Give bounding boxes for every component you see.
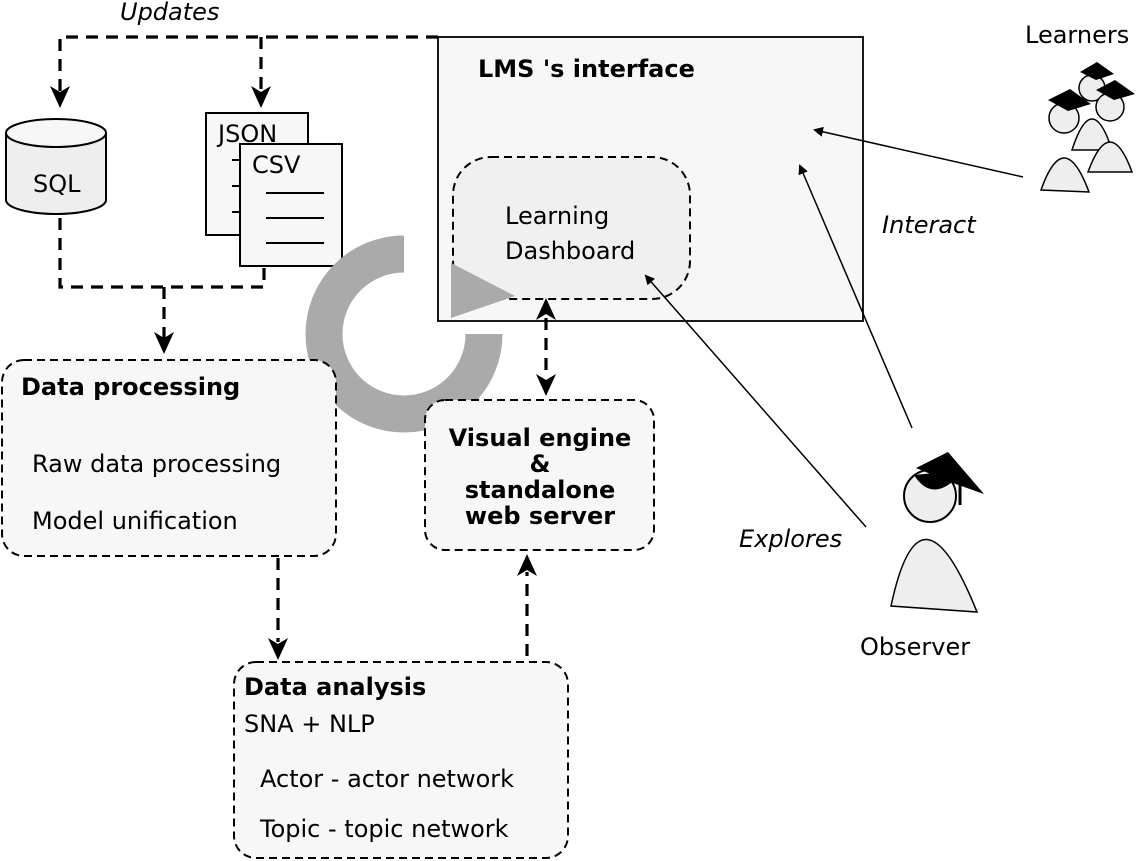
visual-engine-label-line4: web server — [465, 502, 615, 530]
data-processing-box[interactable] — [1, 359, 337, 557]
csv-label: CSV — [252, 151, 301, 179]
learning-dashboard-box[interactable] — [452, 156, 691, 300]
sna-nlp-label: SNA + NLP — [244, 710, 375, 738]
sql-label: SQL — [33, 170, 81, 198]
observer-to-dashboard-arrow — [644, 274, 867, 528]
learning-dashboard-label-line1: Learning — [505, 202, 609, 230]
lms-interface-title: LMS 's interface — [478, 55, 695, 83]
graduate-group-icon — [1039, 62, 1135, 193]
actor-network-label: Actor - actor network — [260, 765, 514, 793]
dashboard-engine-connector — [536, 298, 556, 396]
raw-data-processing-label: Raw data processing — [32, 450, 281, 478]
document-icon — [205, 112, 343, 267]
updates-connector — [50, 35, 438, 108]
sources-to-processing-connector — [58, 218, 266, 354]
interact-label: Interact — [882, 211, 977, 239]
explores-label: Explores — [739, 525, 842, 553]
learners-to-lms-arrow — [813, 126, 1024, 178]
updates-label: Updates — [120, 0, 219, 26]
visual-engine-box[interactable] — [424, 399, 655, 551]
database-icon — [5, 118, 107, 215]
model-unification-label: Model unification — [32, 507, 238, 535]
json-label: JSON — [216, 120, 277, 148]
data-analysis-title: Data analysis — [244, 673, 426, 701]
data-processing-title: Data processing — [21, 373, 240, 401]
graduate-person-icon — [890, 452, 984, 613]
cycle-arrow-icon — [305, 235, 515, 433]
visual-engine-label-line2: & — [530, 450, 551, 478]
visual-engine-label-line3: standalone — [465, 476, 616, 504]
processing-to-analysis-connector — [268, 558, 288, 660]
observer-label: Observer — [860, 633, 970, 661]
visual-engine-label-line1: Visual engine — [449, 424, 632, 452]
data-analysis-box[interactable] — [233, 661, 569, 859]
learners-label: Learners — [1025, 21, 1129, 49]
observer-to-lms-arrow — [798, 164, 913, 429]
topic-network-label: Topic - topic network — [259, 815, 509, 843]
learning-dashboard-label-line2: Dashboard — [505, 237, 635, 265]
analysis-to-engine-connector — [517, 554, 537, 656]
